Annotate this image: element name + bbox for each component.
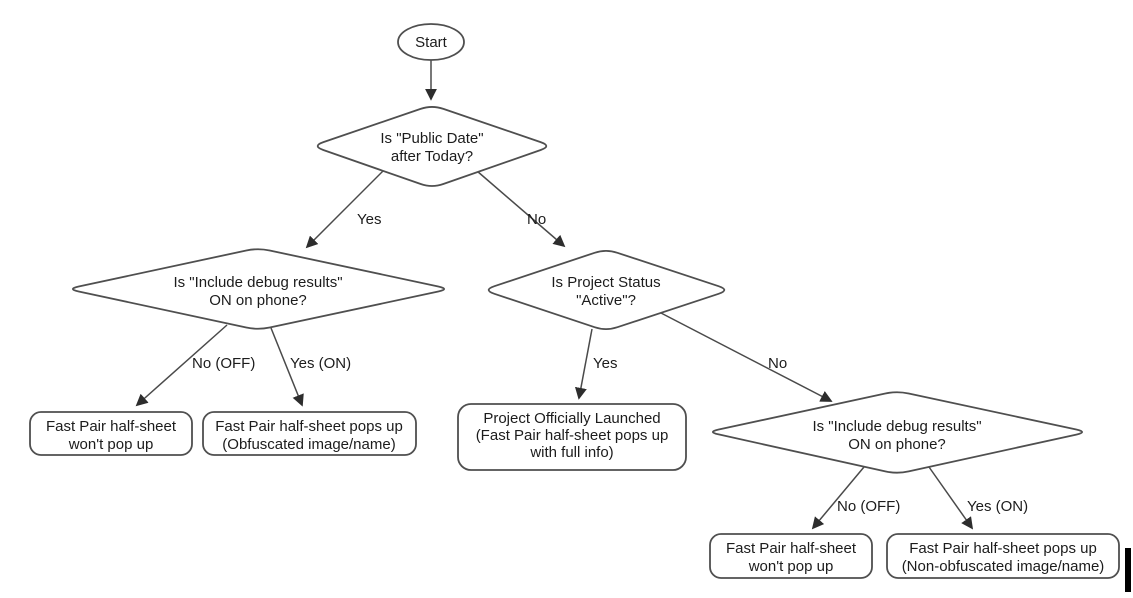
edges (135, 60, 974, 530)
result-no-popup-right-shape (709, 533, 873, 579)
result-non-obfuscated: Fast Pair half-sheet pops up (Non-obfusc… (886, 533, 1120, 579)
decision-public-date-shape (316, 106, 548, 187)
decision-debug-left-shape (71, 248, 446, 330)
decision-public-date-line-2: after Today? (391, 148, 473, 165)
decision-debug-right: Is "Include debug results" ON on phone? (711, 391, 1084, 474)
nodes: Start Is "Public Date" after Today? Is "… (29, 23, 1120, 579)
result-no-popup-left-shape (29, 411, 193, 456)
decision-debug-left-line-1: Is "Include debug results" (173, 274, 342, 291)
result-no-popup-right-line-2: won't pop up (748, 558, 834, 575)
decision-debug-left-line-2: ON on phone? (209, 292, 307, 309)
result-no-popup-left-line-2: won't pop up (68, 436, 154, 453)
edge-project-status-yes (574, 328, 593, 400)
edge-debug-right-yes (928, 466, 974, 530)
result-no-popup-left: Fast Pair half-sheet won't pop up (29, 411, 193, 456)
start-node: Start (397, 23, 465, 61)
result-obfuscated-line-1: Fast Pair half-sheet pops up (215, 418, 403, 435)
result-launched: Project Officially Launched (Fast Pair h… (457, 403, 687, 471)
decision-project-status-line-1: Is Project Status (551, 274, 660, 291)
edge-debug-left-no (135, 324, 228, 407)
decision-project-status-shape (487, 250, 726, 330)
start-label: Start (415, 34, 448, 51)
edge-label-public-date-yes: Yes (357, 211, 381, 228)
result-launched-shape (457, 403, 687, 471)
edge-label-debug-right-yes: Yes (ON) (967, 498, 1028, 515)
decision-public-date: Is "Public Date" after Today? (316, 106, 548, 187)
result-non-obfuscated-line-2: (Non-obfuscated image/name) (902, 558, 1105, 575)
edge-label-project-status-no: No (768, 355, 787, 372)
result-non-obfuscated-line-1: Fast Pair half-sheet pops up (909, 540, 1097, 557)
decision-debug-right-shape (711, 391, 1084, 474)
edge-label-project-status-yes: Yes (593, 355, 617, 372)
edge-label-debug-right-no: No (OFF) (837, 498, 900, 515)
text-cursor-artifact (1125, 548, 1131, 592)
result-obfuscated-line-2: (Obfuscated image/name) (222, 436, 395, 453)
decision-debug-right-line-1: Is "Include debug results" (812, 418, 981, 435)
result-obfuscated: Fast Pair half-sheet pops up (Obfuscated… (202, 411, 417, 456)
start-ellipse (397, 23, 465, 61)
decision-debug-left: Is "Include debug results" ON on phone? (71, 248, 446, 330)
edge-public-date-yes (305, 170, 384, 249)
result-no-popup-right-line-1: Fast Pair half-sheet (726, 540, 857, 557)
edge-label-public-date-no: No (527, 211, 546, 228)
decision-project-status-line-2: "Active"? (576, 292, 636, 309)
result-launched-line-1: Project Officially Launched (483, 410, 660, 427)
edge-label-debug-left-no: No (OFF) (192, 355, 255, 372)
edge-project-status-no (660, 312, 833, 402)
result-launched-line-3: with full info) (529, 444, 613, 461)
decision-debug-right-line-2: ON on phone? (848, 436, 946, 453)
edge-public-date-no (476, 170, 566, 248)
edge-debug-left-yes (270, 327, 304, 407)
edge-labels: Yes No No (OFF) Yes (ON) Yes No No (OFF)… (192, 211, 1028, 515)
decision-project-status: Is Project Status "Active"? (487, 250, 726, 330)
result-non-obfuscated-shape (886, 533, 1120, 579)
result-no-popup-right: Fast Pair half-sheet won't pop up (709, 533, 873, 579)
result-obfuscated-shape (202, 411, 417, 456)
edge-label-debug-left-yes: Yes (ON) (290, 355, 351, 372)
result-launched-line-2: (Fast Pair half-sheet pops up (476, 427, 669, 444)
decision-public-date-line-1: Is "Public Date" (380, 130, 483, 147)
result-no-popup-left-line-1: Fast Pair half-sheet (46, 418, 177, 435)
edge-debug-right-no (811, 466, 865, 530)
